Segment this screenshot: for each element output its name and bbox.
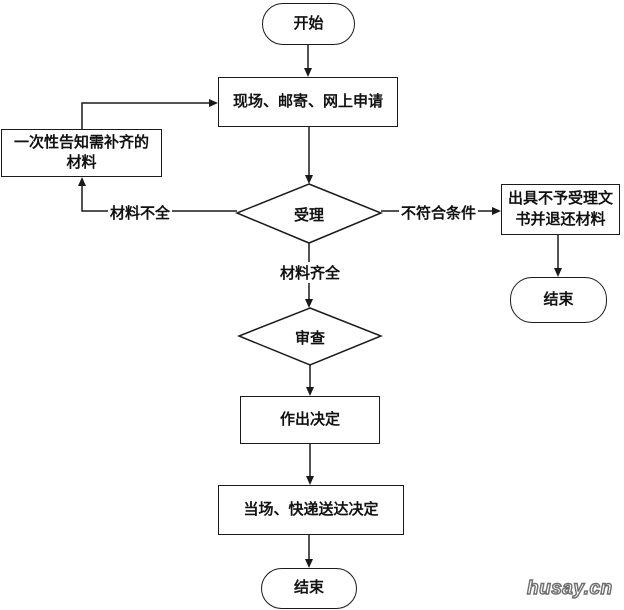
node-decide-label: 作出决定 (279, 410, 340, 428)
node-apply-label: 现场、邮寄、网上申请 (232, 92, 383, 110)
arrowhead-into-apply-left (209, 99, 218, 107)
edge-label-not-qualified: 不符合条件 (399, 202, 479, 223)
arrowhead-into-decide (306, 387, 314, 396)
node-notify-label: 一次性告知需补齐的材料 (13, 133, 149, 171)
node-start: 开始 (262, 3, 355, 45)
node-reject-doc: 出具不予受理文书并退还材料 (501, 184, 620, 235)
edge-label-materials-incomplete: 材料不全 (108, 202, 173, 223)
node-decide: 作出决定 (240, 396, 380, 444)
watermark-husay: husay.cn (526, 577, 613, 599)
node-apply: 现场、邮寄、网上申请 (218, 77, 398, 127)
arrowhead-into-reject (492, 207, 501, 215)
node-notify: 一次性告知需补齐的材料 (1, 129, 162, 177)
node-start-label: 开始 (293, 14, 324, 32)
node-end-right: 结束 (510, 277, 607, 323)
arrowhead-into-deliver (306, 476, 314, 485)
node-deliver: 当场、快递送达决定 (218, 485, 404, 535)
decision-accept-shape (235, 183, 383, 244)
arrowhead-into-notify (78, 177, 86, 186)
node-reject-doc-label: 出具不予受理文书并退还材料 (508, 190, 614, 228)
arrowhead-into-apply-top (304, 68, 312, 77)
node-deliver-label: 当场、快递送达决定 (243, 500, 379, 518)
edge-label-materials-complete: 材料齐全 (278, 262, 343, 283)
edge-notify-apply (81, 102, 210, 129)
decision-review-shape (236, 307, 384, 366)
arrowhead-into-end-bottom (305, 559, 313, 568)
arrowhead-into-end-right (554, 268, 562, 277)
node-end-bottom-label: 结束 (293, 579, 324, 597)
node-end-bottom: 结束 (261, 568, 357, 609)
arrowhead-into-accept (305, 175, 313, 184)
arrowhead-into-review (305, 299, 313, 308)
edge-accept-notify (81, 186, 237, 212)
node-end-right-label: 结束 (543, 290, 574, 308)
